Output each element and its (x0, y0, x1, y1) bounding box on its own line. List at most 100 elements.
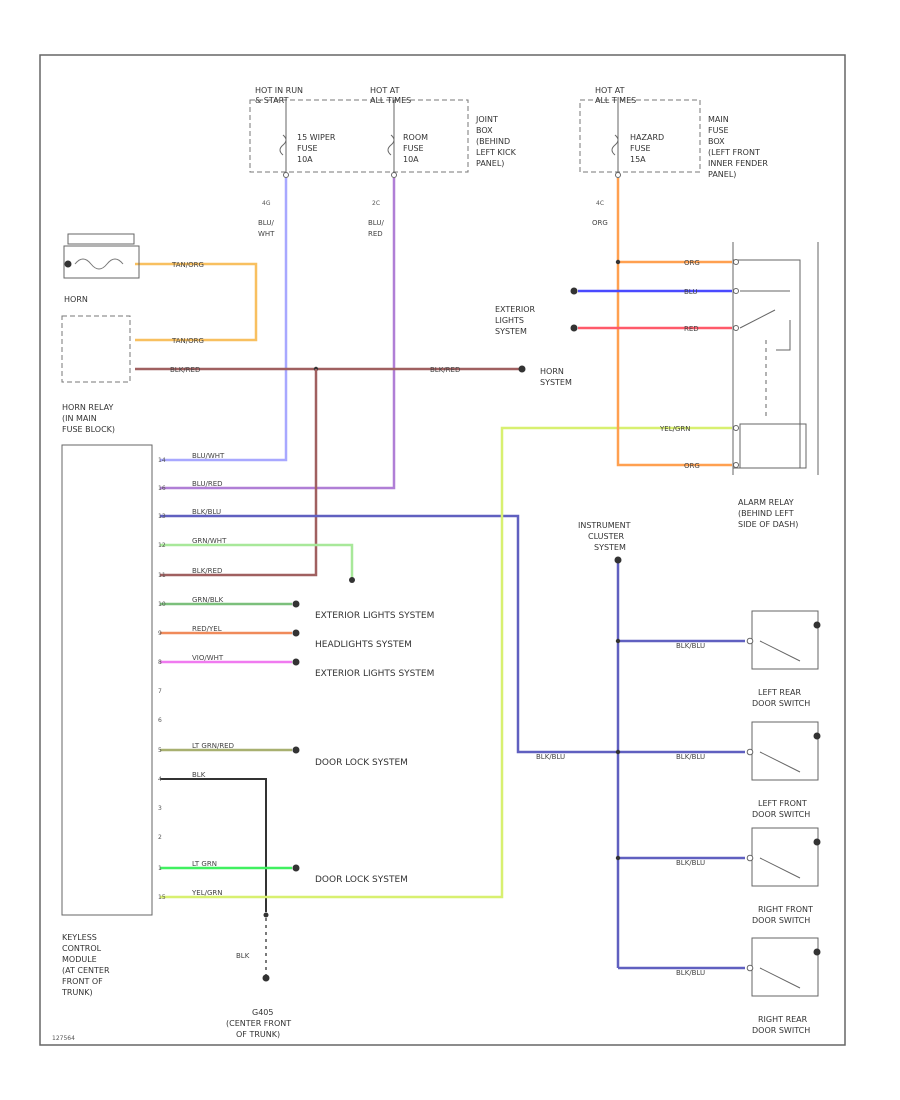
joint-box-label-1: JOINT (475, 115, 498, 124)
door-switch-icon (759, 751, 801, 773)
ground-label-2: (CENTER FRONT (226, 1019, 291, 1028)
module-wire-label-15: YEL/GRN (191, 889, 222, 897)
module-pin-list: 14BLU/WHT16BLU/RED13BLK/BLU12GRN/WHT11BL… (158, 452, 234, 901)
hazard-fuse-label-2: FUSE (630, 144, 651, 153)
wire-blu-red (160, 178, 396, 490)
hazard-header-1: HOT AT (595, 86, 625, 95)
module-pin-8: 8 (158, 659, 162, 666)
fuse-room-header-2: ALL TIMES (370, 96, 411, 105)
hazard-fuse-label-3: 15A (630, 155, 646, 164)
door-switch-icon (759, 967, 801, 989)
main-fuse-label-5: INNER FENDER (708, 159, 768, 168)
ground-label-1: G405 (252, 1008, 273, 1017)
room-fuse-label-3: 10A (403, 155, 419, 164)
fuse-left-header-2: & START (255, 96, 289, 105)
arrow-headlights (292, 629, 300, 637)
door-switch-terminal-3 (746, 854, 754, 862)
wire-blu-wht (160, 178, 288, 462)
door-switch-terminal-1 (746, 637, 754, 645)
door-wire-label-2: BLK/BLU (676, 753, 705, 761)
relay-wire-yel-grn: YEL/GRN (659, 425, 690, 433)
module-label-5: FRONT OF (62, 977, 103, 986)
instrument-cluster-label-1: INSTRUMENT (578, 521, 631, 530)
wiper-fuse-label-1: 15 WIPER (297, 133, 336, 142)
module-pin-1: 1 (158, 865, 162, 872)
wiper-wire-label-1: BLU/ (258, 219, 274, 227)
main-fuse-label-3: BOX (708, 137, 725, 146)
horn-relay: HORN RELAY (IN MAIN FUSE BLOCK) BLK/RED … (61, 315, 572, 434)
module-wire-label-14: BLU/WHT (192, 452, 225, 460)
module-pin-14: 14 (158, 457, 166, 464)
target-ext-lights-2: EXTERIOR LIGHTS SYSTEM (315, 669, 434, 679)
door-switch-box-1 (751, 610, 819, 670)
door-switch-terminal-2 (746, 748, 754, 756)
door-switch-ground-icon (813, 732, 821, 740)
hazard-wire-label: ORG (592, 219, 608, 227)
wire-org (616, 178, 732, 467)
horn-relay-label-3: FUSE BLOCK) (62, 425, 115, 434)
wiper-fuse-label-2: FUSE (297, 144, 318, 153)
joint-box-label-5: PANEL) (476, 159, 504, 168)
fuse-left-header-1: HOT IN RUN (255, 86, 303, 95)
wiper-wire-label-2: WHT (258, 230, 275, 238)
relay-wire-blu: BLU (684, 288, 697, 296)
joint-box-label-2: BOX (476, 126, 493, 135)
door-junction-3 (615, 855, 621, 861)
arrow-ext-lights-blu (570, 287, 578, 295)
module-wire-label-16: BLU/RED (192, 480, 223, 488)
module-pin-11: 11 (158, 572, 166, 579)
door-switch-ground-icon (813, 621, 821, 629)
module-label-6: TRUNK) (61, 988, 93, 997)
arrow-ext-lights-1 (292, 600, 300, 608)
arrow-ext-lights-2 (292, 658, 300, 666)
module-pin-6: 6 (158, 717, 162, 724)
wiper-fuse-icon (279, 134, 287, 156)
wiper-fuse-pin: 4G (262, 200, 271, 207)
diagram-border (39, 54, 846, 1046)
main-fuse-box: HOT AT ALL TIMES HAZARD FUSE 15A MAIN FU… (579, 86, 768, 227)
module-pin-7: 7 (158, 688, 162, 695)
module-wire-label-5: LT GRN/RED (192, 742, 234, 750)
module-pin-4: 4 (158, 776, 162, 783)
arrow-ext-lights-red (570, 324, 578, 332)
hazard-fuse-pin: 4C (596, 200, 604, 207)
module-label-1: KEYLESS (62, 933, 97, 942)
relay-wire-org-2: ORG (684, 462, 700, 470)
main-fuse-label-1: MAIN (708, 115, 729, 124)
module-wire-label-10: GRN/BLK (192, 596, 224, 604)
alarm-relay-label-2: (BEHIND LEFT (738, 509, 794, 518)
joint-box-label-4: LEFT KICK (476, 148, 517, 157)
fuse-room-header-1: HOT AT (370, 86, 400, 95)
door-switch-icon (759, 640, 801, 662)
room-wire-label-2: RED (368, 230, 383, 238)
diagram-code: 127564 (52, 1035, 75, 1042)
room-fuse-pin: 2C (372, 200, 380, 207)
relay-switch-icon (739, 309, 776, 329)
door-switch-label-3: RIGHT FRONT (758, 905, 813, 914)
alarm-relay-label-3: SIDE OF DASH) (738, 520, 798, 529)
horn-wire-label-1: TAN/ORG (171, 261, 204, 269)
door-switch-sublabel-2: DOOR SWITCH (752, 810, 810, 819)
ext-lights-label-3: SYSTEM (495, 327, 527, 336)
room-fuse-label-2: FUSE (403, 144, 424, 153)
door-switch-icon (759, 857, 801, 879)
door-junction-1 (615, 638, 621, 644)
door-switch-sublabel-1: DOOR SWITCH (752, 699, 810, 708)
ground-label-3: OF TRUNK) (236, 1030, 280, 1039)
module-pin-15: 15 (158, 894, 166, 901)
module-pin-5: 5 (158, 747, 162, 754)
relay-wire-red: RED (684, 325, 699, 333)
target-headlights: HEADLIGHTS SYSTEM (315, 640, 412, 650)
alarm-relay: ORG BLU RED YEL/GRN ORG ALARM RELAY (BEH… (659, 242, 819, 529)
module-label-4: (AT CENTER (62, 966, 110, 975)
module-wire-label-11: BLK/RED (192, 567, 222, 575)
door-switch-box-3 (751, 827, 819, 887)
relay-wire-org-1: ORG (684, 259, 700, 267)
instrument-cluster-label-3: SYSTEM (594, 543, 626, 552)
keyless-control-module: KEYLESS CONTROL MODULE (AT CENTER FRONT … (61, 444, 153, 997)
door-switch-sublabel-3: DOOR SWITCH (752, 916, 810, 925)
org-junction-dot (615, 259, 621, 265)
door-switch-label-1: LEFT REAR (758, 688, 801, 697)
module-wire-label-13: BLK/BLU (192, 508, 221, 516)
